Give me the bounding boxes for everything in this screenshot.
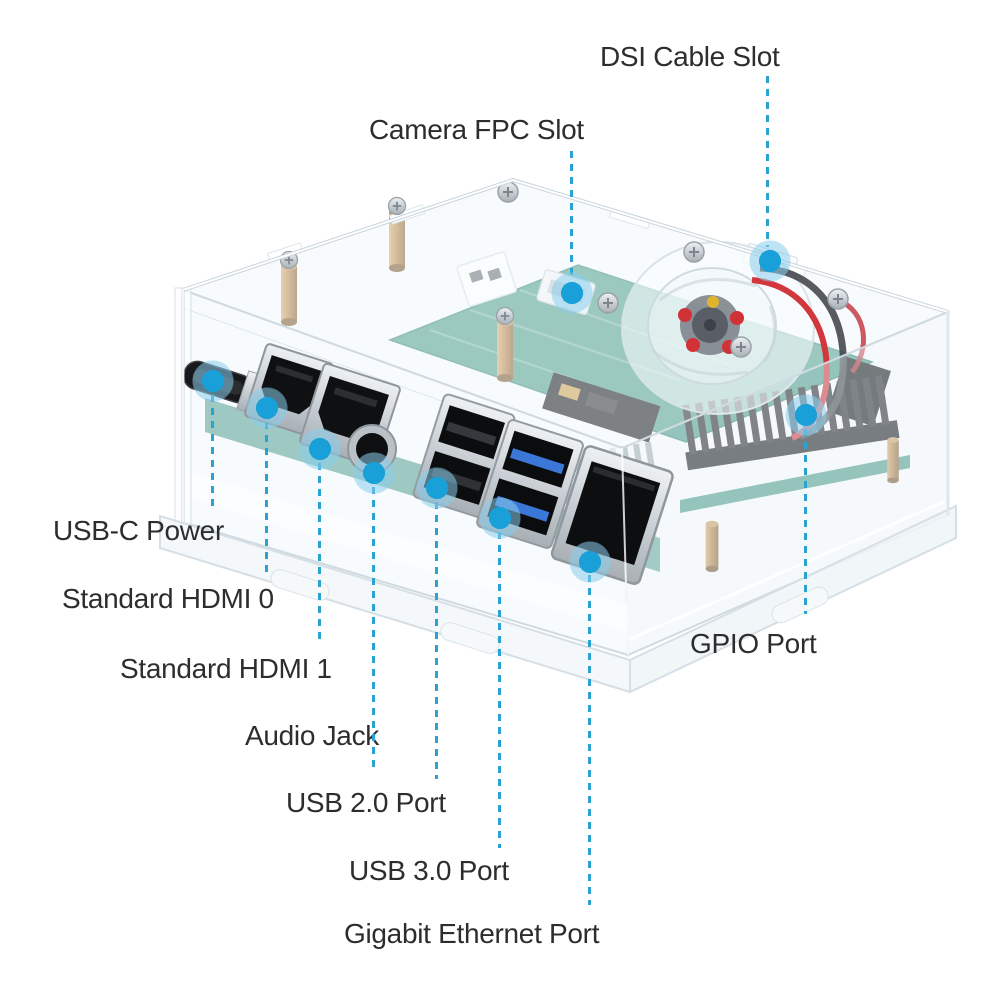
callout-label-standard-hdmi-0: Standard HDMI 0 (62, 583, 274, 614)
callout-label-audio-jack: Audio Jack (245, 720, 379, 751)
callout-dot-standard-hdmi-1 (297, 426, 343, 472)
display-fpc-connector (456, 251, 517, 307)
callout-label-usb-2-0-port: USB 2.0 Port (286, 787, 446, 818)
callout-dot-gigabit-ethernet-port (567, 539, 613, 585)
callout-label-gigabit-ethernet-port: Gigabit Ethernet Port (344, 918, 600, 949)
callout-label-standard-hdmi-1: Standard HDMI 1 (120, 653, 332, 684)
callout-label-usb-c-power: USB-C Power (53, 515, 224, 546)
callout-dot-dsi-cable-slot (747, 238, 793, 284)
callout-line-gpio-port (804, 429, 807, 614)
callout-dot-gpio-port (783, 392, 829, 438)
callout-label-usb-3-0-port: USB 3.0 Port (349, 855, 509, 886)
callout-line-gigabit-ethernet-port (588, 575, 591, 905)
callout-dot-standard-hdmi-0 (244, 385, 290, 431)
callout-dot-usb-c-power (190, 358, 236, 404)
callout-line-standard-hdmi-0 (265, 422, 268, 572)
callout-line-standard-hdmi-1 (318, 463, 321, 640)
callout-line-audio-jack (372, 487, 375, 772)
callout-label-camera-fpc-slot: Camera FPC Slot (369, 114, 584, 145)
callout-line-usb-3-0-port (498, 532, 501, 848)
callout-label-gpio-port: GPIO Port (690, 628, 817, 659)
case-edge-highlights (181, 177, 950, 656)
callout-dot-camera-fpc-slot (549, 270, 595, 316)
callout-line-usb-c-power (211, 395, 214, 508)
callout-dot-usb-3-0-port (477, 495, 523, 541)
base-plate (159, 504, 957, 694)
callout-label-dsi-cable-slot: DSI Cable Slot (600, 41, 780, 72)
callout-line-camera-fpc-slot (570, 151, 573, 279)
callout-line-dsi-cable-slot (766, 76, 769, 247)
hdmi-chip-module (542, 372, 661, 443)
callout-dot-usb-2-0-port (414, 465, 460, 511)
callout-dot-audio-jack (351, 450, 397, 496)
callout-line-usb-2-0-port (435, 502, 438, 779)
